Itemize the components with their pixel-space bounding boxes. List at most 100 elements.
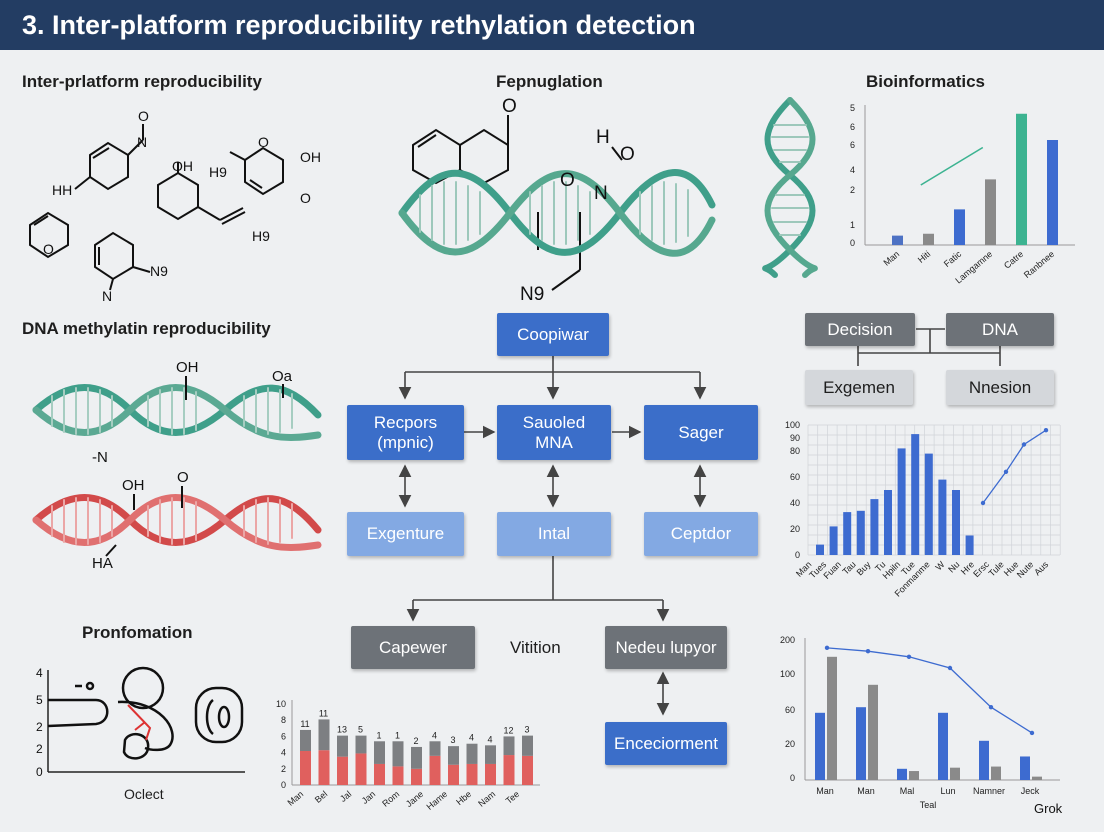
chart5-ytick: 2: [36, 720, 43, 734]
chart2-line-point: [980, 500, 986, 506]
chart2-ytick: 40: [790, 498, 800, 508]
chart3-xtick: Man: [857, 786, 875, 796]
chart2-bar: [911, 434, 920, 555]
chart4-bar-gray: [448, 746, 459, 765]
chart3-xtick: Lun: [940, 786, 955, 796]
flow-box-row2-2: Intal: [497, 512, 611, 556]
chart2-xtick: Aus: [1032, 559, 1050, 577]
chart4-data-label: 3: [450, 735, 455, 745]
pronfomation-marker: [127, 704, 152, 741]
chart4-bar-gray: [337, 735, 348, 757]
chart1-bar: [923, 233, 934, 245]
chart3-bar: [909, 771, 919, 780]
chart3-bar: [1020, 756, 1030, 780]
svg-text:N: N: [102, 288, 112, 304]
chart3-bar: [979, 740, 989, 780]
methylation-labels: OH Oa -N OH O HA: [92, 359, 293, 572]
chart1-xtick: Catre: [1002, 249, 1025, 271]
chart2-ytick: 80: [790, 446, 800, 456]
chart2-bar: [938, 479, 947, 555]
heading-pronfomation: Pronfomation: [82, 623, 193, 642]
chart4-data-label: 2: [413, 736, 418, 746]
chart3-xtick: Jeck: [1021, 786, 1040, 796]
methylation-bonds: [105, 376, 284, 557]
chart3-line-point: [1029, 730, 1035, 736]
chart4-bar-red: [392, 766, 404, 785]
chart3-xtick: Namner: [973, 786, 1005, 796]
chart1-axes: [864, 105, 1075, 246]
chart1-ytick: 6: [850, 140, 855, 150]
chart3-bar: [897, 768, 907, 780]
heading-fepnuglation: Fepnuglation: [496, 72, 603, 91]
chart2-bar: [965, 535, 974, 555]
page-title: 3. Inter-platform reproducibility rethyl…: [0, 0, 1104, 50]
chart4-data-label: 1: [376, 730, 381, 740]
chart1-bar: [1016, 113, 1027, 245]
methylation-helix-red: [32, 494, 322, 551]
chart4-xtick: Rom: [380, 789, 401, 809]
chart1-ytick: 4: [850, 165, 855, 175]
svg-text:OH: OH: [172, 158, 193, 174]
chart1-bar: [985, 179, 996, 245]
chart4-bar-gray: [374, 741, 385, 764]
chart5-ytick: 2: [36, 742, 43, 756]
chart3-ytick: 20: [785, 739, 795, 749]
svg-text:H: H: [596, 127, 610, 148]
chart4-bar-red: [300, 751, 311, 785]
chart2-bar: [843, 512, 852, 555]
svg-text:O: O: [560, 170, 575, 191]
chart3-axes: [804, 638, 1060, 781]
svg-text:H9: H9: [252, 228, 270, 244]
chart4-bar-gray: [392, 741, 404, 767]
pronfomation-axes: [47, 670, 245, 773]
chart5-ytick: 0: [36, 765, 43, 779]
chart2-bar: [870, 499, 879, 555]
chart3-ytick: 0: [790, 773, 795, 783]
chart4-bar-red: [374, 763, 385, 785]
chart2-line-point: [1003, 469, 1009, 474]
chart3-line-point: [906, 654, 912, 659]
chart3-xtick: Man: [816, 786, 834, 796]
chart4-bar-red: [485, 763, 496, 785]
heading-bioinformatics: Bioinformatics: [866, 72, 986, 91]
svg-text:-N: -N: [92, 449, 108, 466]
chart1-ytick: 2: [850, 185, 855, 195]
chart1-ytick: 6: [850, 122, 855, 132]
chart4-data-label: 11: [319, 708, 328, 718]
chart4-xtick: Tee: [504, 789, 522, 806]
chart1-ytick: 5: [850, 103, 855, 113]
flow-box-row1-1: Recpors (mpnic): [347, 405, 464, 460]
chart2-line: [982, 429, 1047, 504]
chart2-bar: [856, 510, 865, 555]
chart3-ytick: 200: [780, 635, 795, 645]
chart3-bar: [815, 712, 825, 780]
flow-box-enceciorment: Enceciorment: [605, 722, 727, 765]
nnesion-box: Nnesion: [946, 370, 1054, 405]
chart2-ytick: 60: [790, 472, 800, 482]
svg-text:O: O: [258, 134, 269, 150]
chart3-bar: [856, 707, 866, 780]
svg-text:O: O: [502, 96, 517, 117]
chart4-data-label: 1: [395, 730, 400, 740]
chart2-bar: [816, 544, 824, 555]
chart4-data-label: 12: [503, 725, 513, 735]
flow-connectors: [398, 328, 1001, 716]
chart4-xtick: Jane: [404, 789, 425, 809]
chart4-ytick: 8: [281, 715, 286, 725]
svg-text:O: O: [177, 469, 189, 486]
chart1-ytick: 0: [850, 238, 855, 248]
chart4-data-label: 4: [432, 730, 437, 740]
chart3-xtick: Mal: [900, 786, 915, 796]
chart4-bar-gray: [318, 719, 330, 751]
label-oclect: Oclect: [124, 786, 164, 802]
chart4-bar-gray: [300, 729, 311, 751]
methylation-helix-teal: [32, 384, 322, 441]
chart2-bar: [952, 490, 960, 555]
center-molecule-labels: O H O O N N9: [502, 96, 635, 305]
molecule-group-1: [29, 124, 284, 291]
chart2-ytick: 20: [790, 524, 800, 534]
svg-text:O: O: [300, 190, 311, 206]
chart4-bar-gray: [429, 741, 441, 756]
chart2-xtick: Nu: [946, 559, 961, 574]
